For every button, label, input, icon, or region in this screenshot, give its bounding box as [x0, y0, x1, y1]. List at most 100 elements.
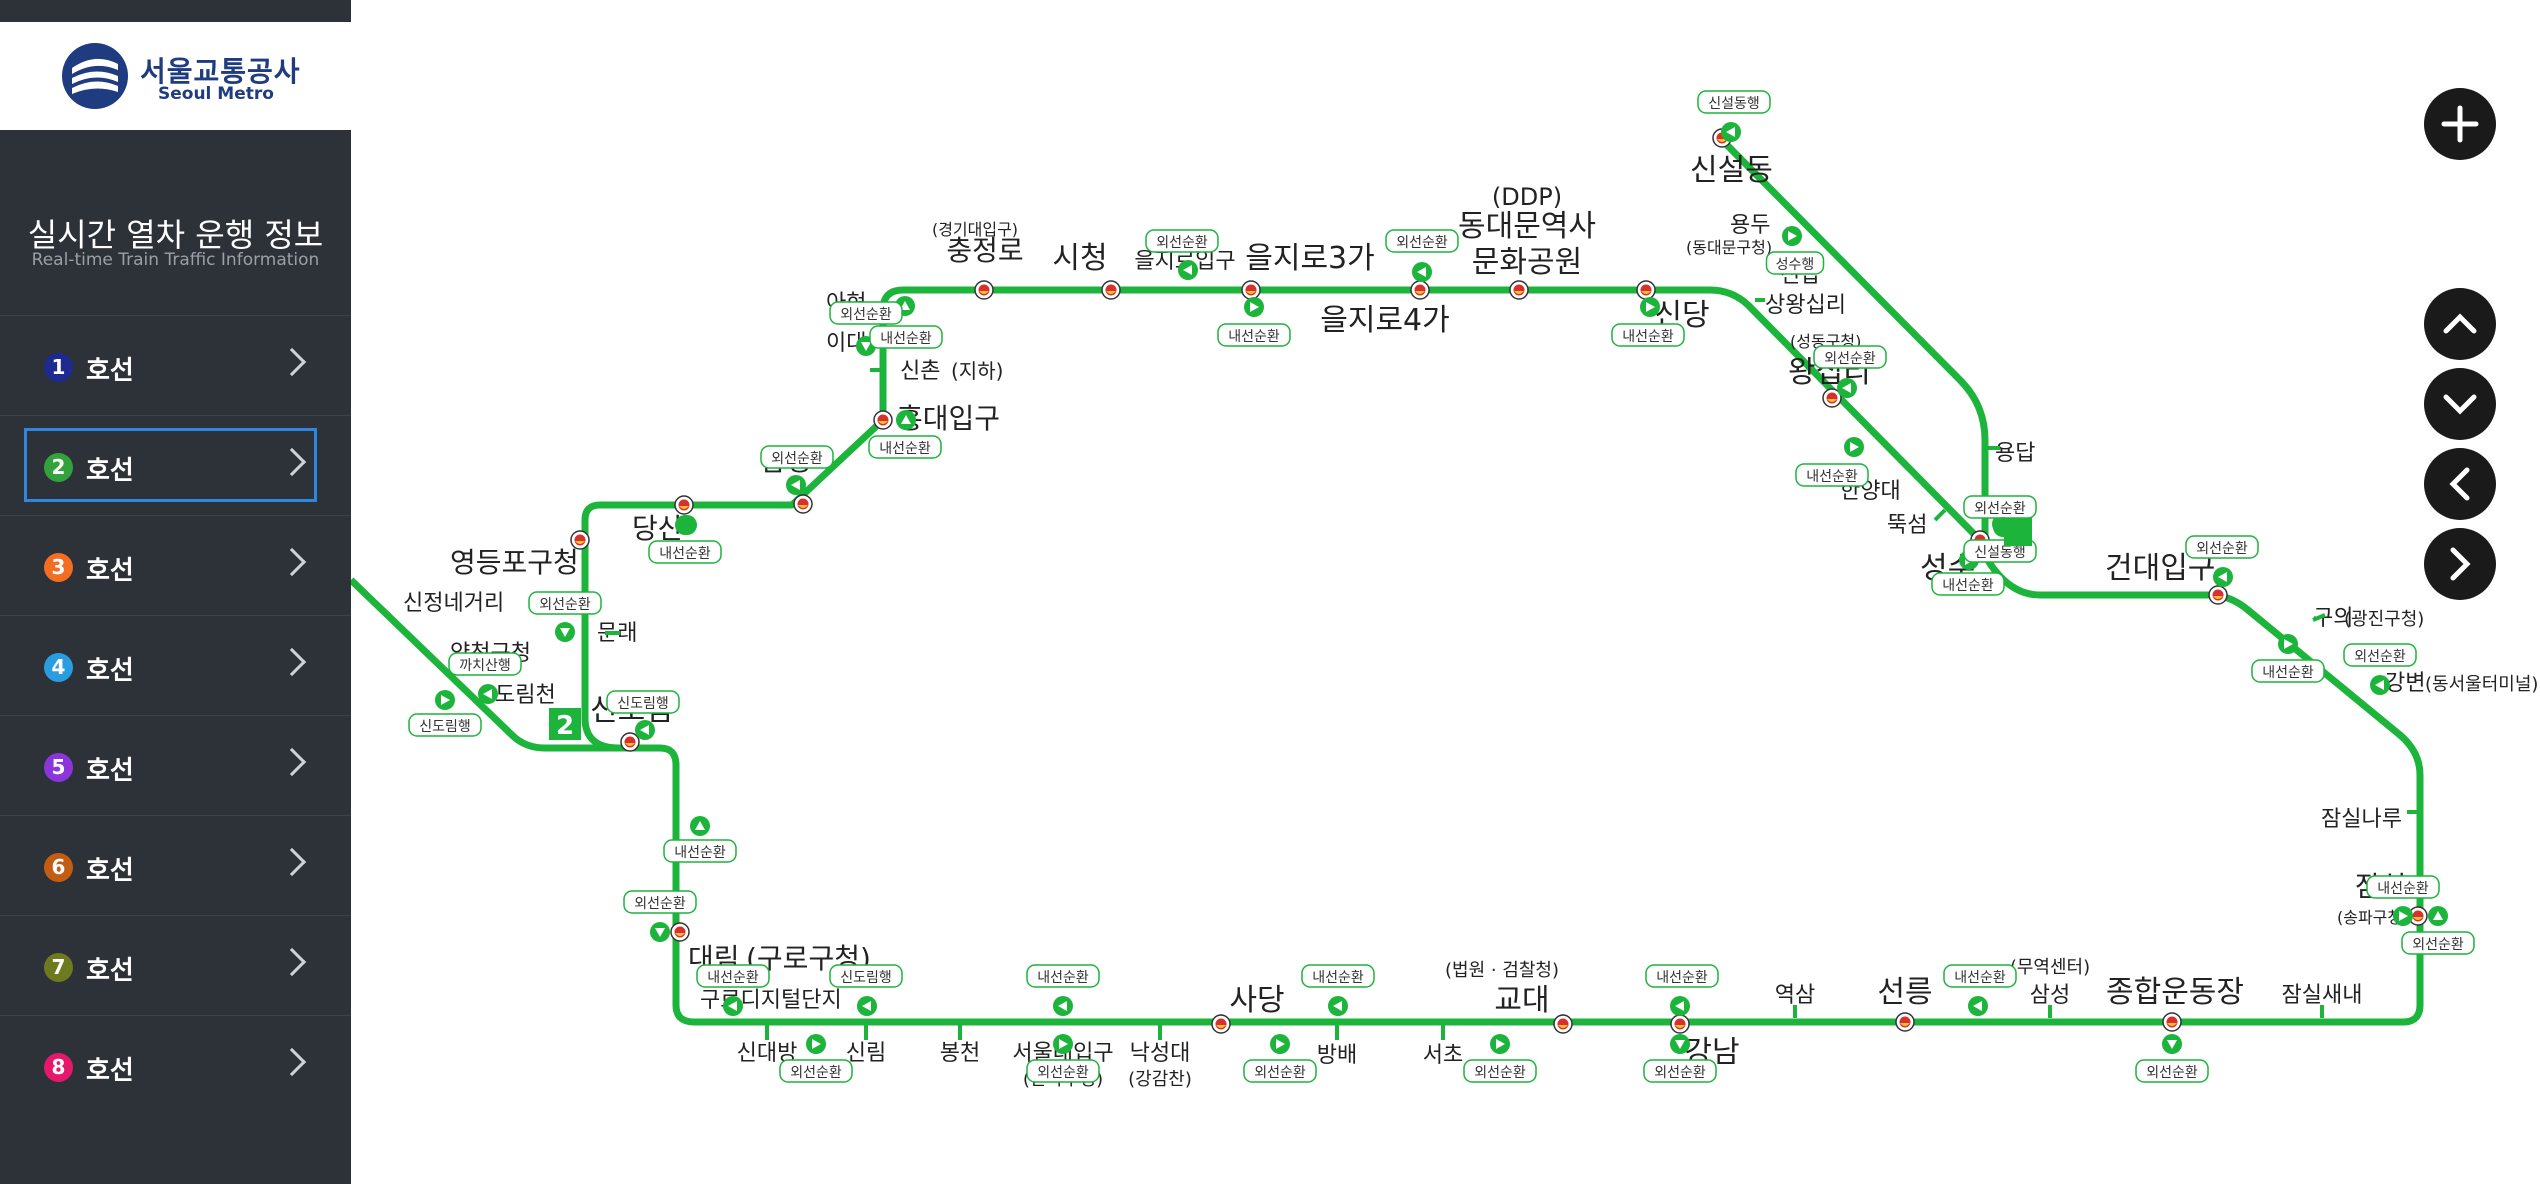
logo[interactable]: 서울교통공사 Seoul Metro [0, 22, 351, 130]
train-tag [1645, 964, 1719, 988]
line-menu-label: 호선 [86, 856, 134, 886]
train-tag [869, 325, 943, 349]
train-tag-label: 신도림행 [617, 696, 669, 712]
logo-english: Seoul Metro [158, 84, 274, 104]
train-direction-icon [2433, 911, 2443, 920]
line-number-badge: 6 [44, 853, 73, 882]
line-2-badge [549, 708, 581, 740]
train-tag [2366, 875, 2440, 899]
station-label-s41: 신촌 [900, 359, 940, 384]
chevron-right-icon [277, 847, 307, 877]
station-label-s05: 을지로4가 [1320, 303, 1450, 338]
station-label-s30: 봉천 [940, 1041, 980, 1066]
station-label-s06: 동대문역사 [1458, 209, 1596, 244]
train-tag [779, 1059, 853, 1083]
line-menu-label: 호선 [86, 456, 134, 486]
train-direction-icon [2167, 1040, 2177, 1049]
train-tag [2401, 931, 2475, 955]
train-tag [528, 591, 602, 615]
station-tick [1933, 508, 1947, 522]
sidebar-top-strip [0, 0, 351, 22]
train-tag-label: 외선순환 [2412, 937, 2464, 953]
plus-icon [2441, 105, 2479, 143]
train-tag [2185, 535, 2259, 559]
train-tag-label: 내선순환 [1942, 578, 1994, 594]
line-number-badge: 3 [44, 553, 73, 582]
train-tag [1385, 229, 1459, 253]
train-tag-label: 신설동행 [1974, 545, 2026, 561]
train-tag-label: 내선순환 [880, 331, 932, 347]
transfer-station-accent [675, 933, 685, 936]
transfer-station-accent [625, 743, 635, 746]
line-menu-label: 호선 [86, 956, 134, 986]
train-direction-icon [1333, 1001, 1342, 1011]
station-label-s27: 사당 [1229, 983, 1284, 1018]
train-tag-label: 내선순환 [659, 546, 711, 562]
train-tag [1145, 229, 1219, 253]
chevron-right-icon [277, 347, 307, 377]
train-direction-icon [655, 928, 665, 937]
train-tag-label: 내선순환 [707, 970, 759, 986]
train-tag [648, 540, 722, 564]
pan-right-button[interactable] [2424, 528, 2496, 600]
station-sublabel-s45_sub: (동대문구청) [1686, 238, 1772, 257]
train-tag-label: 내선순환 [1954, 970, 2006, 986]
pan-down-button[interactable] [2424, 368, 2496, 440]
train-tag [1943, 964, 2017, 988]
line-menu-label: 호선 [86, 756, 134, 786]
train-tag [2251, 659, 2325, 683]
chevron-right-icon [2450, 547, 2471, 581]
line-number-badge: 4 [44, 653, 73, 682]
train-direction-icon [560, 628, 570, 637]
sidebar: 서울교통공사 Seoul Metro 실시간 열차 운행 정보 Real-tim… [0, 0, 351, 1184]
station-sublabel-s20_sub: (무역센터) [2010, 957, 2090, 978]
train-marker-icon[interactable] [677, 515, 697, 535]
train-tag-label: 외선순환 [1654, 1065, 1706, 1081]
train-tag [1931, 572, 2005, 596]
line-menu-item-6[interactable]: 6 호선 [0, 815, 351, 915]
station-label-s33: 구로디지털단지 [700, 988, 842, 1013]
train-tag [1795, 463, 1869, 487]
chevron-right-icon [277, 747, 307, 777]
line-2-seongsu-branch [1719, 137, 1989, 540]
transfer-station-accent [575, 541, 585, 544]
transfer-station-accent [1827, 399, 1837, 402]
train-tag-label: 외선순환 [1396, 235, 1448, 251]
train-direction-icon [1675, 1001, 1684, 1011]
train-direction-icon [1675, 1040, 1685, 1049]
station-label-s24: 교대 [1494, 983, 1549, 1018]
pan-up-button[interactable] [2424, 288, 2496, 360]
line-menu-label: 호선 [86, 356, 134, 386]
train-tag-label: 외선순환 [1974, 501, 2026, 517]
chevron-right-icon [277, 647, 307, 677]
train-tag-label: 내선순환 [1228, 329, 1280, 345]
train-direction-icon [812, 1039, 821, 1049]
train-tag-label: 외선순환 [1254, 1065, 1306, 1081]
train-direction-icon [1059, 1039, 1068, 1049]
train-tag [1301, 964, 1375, 988]
transfer-station-accent [1641, 291, 1651, 294]
train-tag-label: 외선순환 [2354, 649, 2406, 665]
train-tag [623, 890, 697, 914]
station-label-s11: 뚝섬 [1887, 513, 1927, 538]
chevron-down-icon [2443, 394, 2477, 415]
train-tag-label: 내선순환 [1622, 329, 1674, 345]
station-label-s08: 상왕십리 [1765, 293, 1846, 318]
train-direction-icon [2284, 639, 2293, 649]
transfer-station-accent [2213, 596, 2223, 599]
station-label-s21: 선릉 [1877, 975, 1932, 1010]
train-direction-icon [728, 1001, 737, 1011]
station-label-s19: 종합운동장 [2106, 975, 2244, 1010]
train-tag-label: 까치산행 [459, 658, 511, 674]
pan-left-button[interactable] [2424, 448, 2496, 520]
line-2-map[interactable]: 충정로시청을지로입구을지로3가을지로4가동대문역사신당상왕십리왕십리한양대뚝섬성… [351, 0, 2540, 1184]
train-tag [1643, 1059, 1717, 1083]
zoom-in-button[interactable] [2424, 88, 2496, 160]
